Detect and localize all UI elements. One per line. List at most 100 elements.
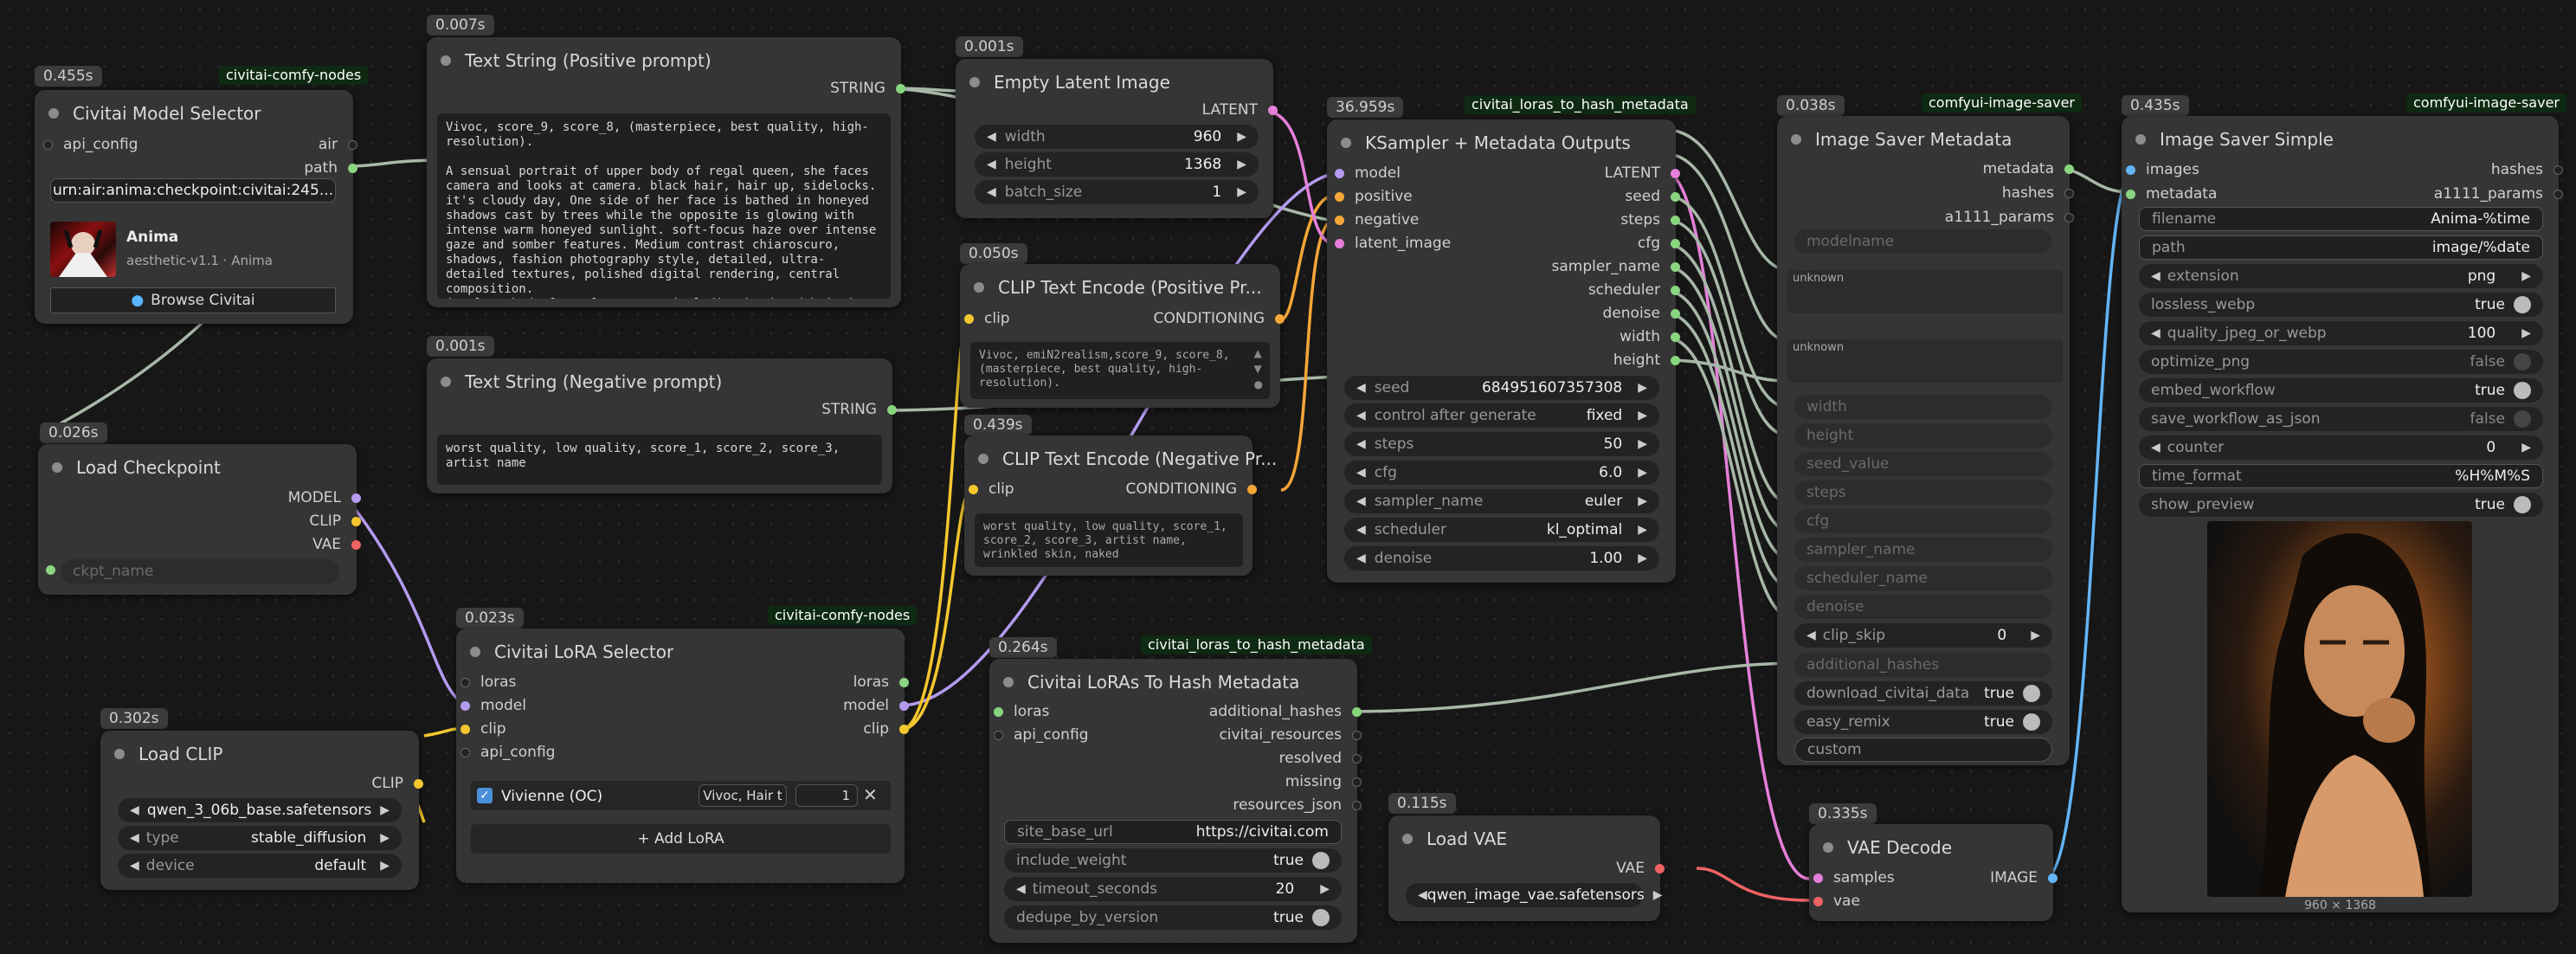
socket-dot-icon[interactable] (994, 706, 1003, 717)
clip-name-select[interactable]: ◀qwen_3_06b_base.safetensors▶ (118, 798, 402, 822)
input-samples[interactable]: samples (1813, 867, 1895, 889)
input-api-config[interactable]: api_config (43, 133, 138, 156)
collapse-dot-icon[interactable] (2135, 134, 2146, 145)
decrement-arrow-icon[interactable]: ◀ (1356, 551, 1366, 565)
increment-arrow-icon[interactable]: ▶ (2521, 269, 2531, 283)
decrement-arrow-icon[interactable]: ◀ (1356, 523, 1366, 537)
output-a1111-params[interactable]: a1111_params (2434, 183, 2563, 205)
increment-arrow-icon[interactable]: ▶ (1638, 466, 1647, 480)
input-latent-image[interactable]: latent_image (1335, 232, 1451, 255)
output-model[interactable]: model (843, 694, 909, 717)
output-clip[interactable]: CLIP (309, 510, 361, 532)
decrement-arrow-icon[interactable]: ◀ (1806, 628, 1816, 642)
input-width-widget[interactable]: width (1794, 395, 2052, 419)
input-positive[interactable]: positive (1335, 185, 1413, 208)
node-title[interactable]: Text String (Negative prompt) (441, 369, 722, 395)
clip-positive-textarea[interactable]: Vivoc, emiN2realism,score_9, score_8, (m… (970, 342, 1270, 399)
increment-arrow-icon[interactable]: ▶ (1652, 888, 1663, 902)
node-title[interactable]: Civitai Model Selector (48, 100, 261, 126)
input-scheduler-name-widget[interactable]: scheduler_name (1794, 566, 2052, 590)
socket-dot-icon[interactable] (2064, 212, 2074, 222)
node-loras-to-hash[interactable]: Civitai LoRAs To Hash Metadata loras api… (989, 659, 1362, 943)
decrement-arrow-icon[interactable]: ◀ (987, 158, 996, 171)
ckpt-name-widget[interactable]: ckpt_name (61, 559, 339, 583)
socket-dot-icon[interactable] (1671, 191, 1680, 202)
socket-dot-icon[interactable] (2553, 189, 2563, 199)
unknown-text-1[interactable]: unknown (1787, 270, 2063, 313)
increment-arrow-icon[interactable]: ▶ (1638, 523, 1647, 537)
collapse-dot-icon[interactable] (1823, 842, 1833, 853)
decrement-arrow-icon[interactable]: ◀ (2151, 326, 2161, 340)
node-title[interactable]: Image Saver Metadata (1791, 126, 2012, 152)
socket-dot-icon[interactable] (899, 677, 909, 687)
input-images[interactable]: images (2126, 158, 2199, 181)
socket-dot-icon[interactable] (351, 516, 361, 526)
input-model[interactable]: model (460, 694, 526, 717)
node-title[interactable]: Load CLIP (114, 741, 222, 767)
node-title[interactable]: Civitai LoRA Selector (470, 639, 673, 665)
socket-dot-icon[interactable] (2064, 164, 2074, 174)
node-image-saver-simple[interactable]: Image Saver Simple images metadata hashe… (2122, 116, 2563, 912)
decrement-arrow-icon[interactable]: ◀ (1356, 494, 1366, 508)
node-vae-decode[interactable]: VAE Decode samples vae IMAGE (1809, 824, 2058, 921)
socket-dot-icon[interactable] (994, 730, 1003, 740)
input-steps-widget[interactable]: steps (1794, 480, 2052, 505)
decrement-arrow-icon[interactable]: ◀ (1356, 466, 1366, 480)
node-image-saver-metadata[interactable]: Image Saver Metadata metadata hashes a11… (1777, 116, 2074, 765)
node-title[interactable]: Image Saver Simple (2135, 126, 2334, 152)
socket-dot-icon[interactable] (1813, 896, 1823, 906)
lora-enabled-checkbox[interactable]: ✓ (477, 788, 493, 803)
input-loras[interactable]: loras (460, 671, 516, 693)
vae-name-select[interactable]: ◀qwen_image_vae.safetensors▶ (1406, 883, 1663, 907)
input-clip[interactable]: clip (460, 718, 506, 740)
model-thumbnail[interactable] (50, 222, 116, 277)
socket-dot-icon[interactable] (1671, 355, 1680, 365)
output-seed[interactable]: seed (1625, 185, 1680, 208)
socket-dot-icon[interactable] (1352, 800, 1362, 810)
output-resources-json[interactable]: resources_json (1233, 794, 1362, 816)
socket-dot-icon[interactable] (1335, 215, 1344, 225)
decrement-arrow-icon[interactable]: ◀ (130, 803, 139, 817)
socket-dot-icon[interactable] (1671, 261, 1680, 272)
decrement-arrow-icon[interactable]: ◀ (2151, 269, 2161, 283)
input-seed-value-widget[interactable]: seed_value (1794, 452, 2052, 476)
output-width[interactable]: width (1620, 326, 1680, 348)
output-conditioning[interactable]: CONDITIONING (1154, 307, 1285, 330)
output-hashes[interactable]: hashes (2002, 182, 2074, 204)
node-title[interactable]: CLIP Text Encode (Negative Pr... (978, 446, 1277, 472)
browse-civitai-button[interactable]: ●Browse Civitai (50, 287, 336, 313)
output-latent[interactable]: LATENT (1605, 162, 1680, 184)
socket-dot-icon[interactable] (1671, 332, 1680, 342)
increment-arrow-icon[interactable]: ▶ (1638, 409, 1647, 422)
positive-prompt-textarea[interactable]: Vivoc, score_9, score_8, (masterpiece, b… (437, 113, 891, 299)
increment-arrow-icon[interactable]: ▶ (1237, 185, 1246, 199)
decrement-arrow-icon[interactable]: ◀ (2151, 441, 2161, 454)
socket-dot-icon[interactable] (2553, 164, 2563, 175)
decrement-arrow-icon[interactable]: ◀ (130, 831, 139, 845)
socket-dot-icon[interactable] (899, 724, 909, 734)
node-clip-encode-negative[interactable]: CLIP Text Encode (Negative Pr... clip CO… (964, 435, 1277, 576)
output-vae[interactable]: VAE (1616, 857, 1665, 880)
collapse-dot-icon[interactable] (969, 77, 980, 87)
node-load-clip[interactable]: Load CLIP CLIP ◀qwen_3_06b_base.safetens… (100, 731, 423, 890)
custom-field[interactable]: custom (1794, 738, 2052, 762)
output-vae[interactable]: VAE (312, 533, 361, 556)
lora-trigger-field[interactable]: Vivoc, Hair t (699, 784, 787, 807)
increment-arrow-icon[interactable]: ▶ (2521, 326, 2531, 340)
decrement-arrow-icon[interactable]: ◀ (1016, 882, 1026, 896)
collapse-dot-icon[interactable] (974, 282, 984, 293)
socket-dot-icon[interactable] (1335, 191, 1344, 202)
decrement-arrow-icon[interactable]: ◀ (130, 859, 139, 873)
